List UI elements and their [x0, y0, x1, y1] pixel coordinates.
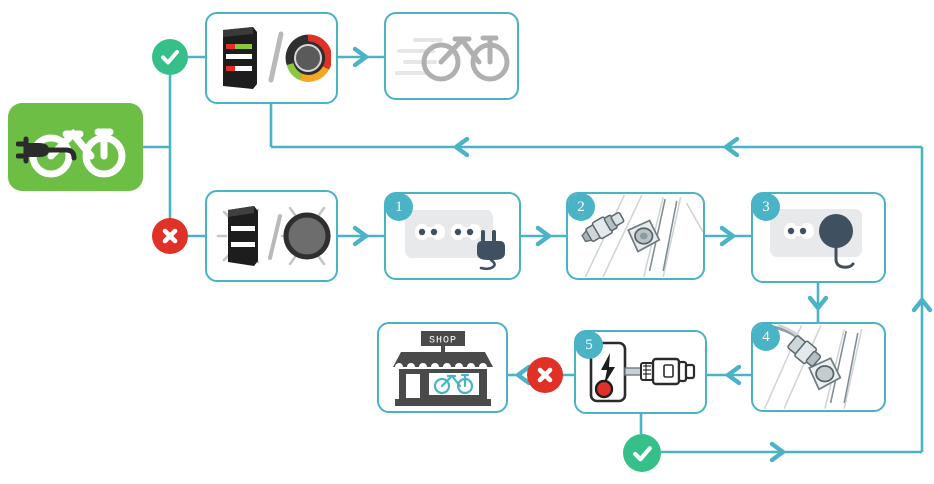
step-1-number: 1	[385, 193, 413, 221]
cross-circle-icon	[162, 228, 178, 244]
ebike-plug-icon	[15, 128, 125, 178]
node-step-4[interactable]: 4 Charger cable attached to bike	[751, 322, 886, 412]
decision-ok-badge-top[interactable]	[152, 39, 188, 75]
start-node-ebike[interactable]: E-bike charging start	[8, 103, 143, 191]
cross-circle-icon	[537, 367, 553, 383]
wall-outlet-plug-icon	[404, 210, 505, 271]
charger-cable-attached-icon	[763, 324, 863, 410]
node-step-5[interactable]: 5 Check charger LED indicator	[574, 330, 707, 414]
charger-connect-port-icon	[581, 194, 703, 278]
node-display-lit[interactable]: Display or battery indicator lit	[205, 12, 338, 104]
decision-no-badge-charger[interactable]	[527, 357, 563, 393]
node-bike-shop[interactable]: Visit bike dealer or shop SHOP	[377, 322, 508, 413]
node-ride-bike[interactable]: Ride the bike	[384, 12, 519, 100]
charger-led-icon	[589, 341, 695, 403]
step-3-number: 3	[752, 193, 780, 221]
round-display-dark-icon	[280, 206, 331, 266]
check-circle-icon	[632, 445, 652, 461]
step-5-number: 5	[575, 331, 603, 359]
step-4-number: 4	[753, 324, 780, 351]
node-step-1[interactable]: 1 Plug charger into wall outlet	[384, 192, 521, 280]
shop-sign-text: SHOP	[428, 335, 456, 346]
bike-motion-icon	[394, 35, 509, 82]
bike-shop-icon: SHOP	[392, 330, 493, 406]
red-led-icon	[594, 379, 613, 399]
decision-ok-badge-bottom[interactable]	[623, 434, 661, 472]
lightning-bolt-icon	[600, 353, 615, 385]
node-step-2[interactable]: 2 Connect charger to bike charging port	[566, 192, 705, 280]
node-display-dark[interactable]: Display or battery indicator not lit	[205, 190, 338, 282]
battery-indicator-lit-icon	[222, 27, 331, 89]
round-display-lit-icon	[285, 34, 331, 82]
battery-indicator-dark-icon	[216, 206, 331, 266]
check-circle-icon	[161, 50, 179, 65]
step-2-number: 2	[568, 194, 595, 221]
outlet-plugged-in-icon	[769, 208, 862, 269]
node-step-3[interactable]: 3 Plug inserted in outlet	[751, 192, 886, 283]
decision-no-badge-left[interactable]	[152, 218, 188, 254]
